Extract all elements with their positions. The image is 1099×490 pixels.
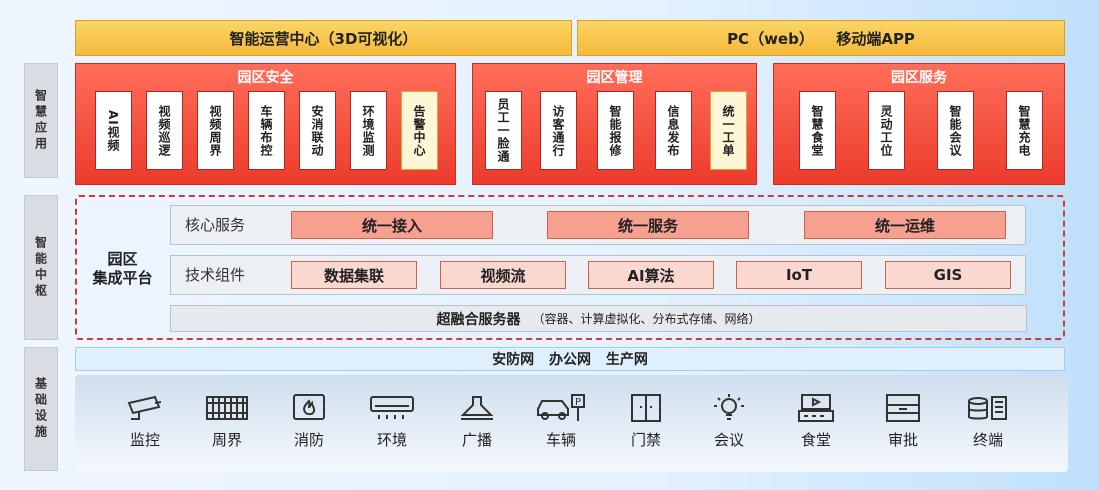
gis: GIS <box>885 261 1011 289</box>
device-monitor: 监控 <box>115 393 175 450</box>
infrastructure-panel: 监控 周界 消防 环境 广播 P 车辆 门禁 会议 食堂 审批 终端 <box>75 375 1068 472</box>
device-canteen: 食堂 <box>786 393 846 450</box>
unified-access: 统一接入 <box>291 211 493 239</box>
side-label-app: 智慧应用 <box>24 63 58 178</box>
card-vehicle-control: 车辆布控 <box>248 91 285 170</box>
group-park-service: 园区服务 智慧食堂 灵动工位 智能会议 智慧充电 <box>773 63 1065 185</box>
row-label: 技术组件 <box>185 266 246 284</box>
device-perimeter: 周界 <box>197 393 257 450</box>
card-info-release: 信息发布 <box>655 91 692 170</box>
card-smart-meeting: 智能会议 <box>937 91 974 170</box>
card-env-monitor: 环境监测 <box>350 91 387 170</box>
ai-algorithm: AI算法 <box>588 261 714 289</box>
side-label-base: 基础设施 <box>24 347 58 471</box>
iot: IoT <box>736 261 862 289</box>
server-icon <box>968 396 1007 420</box>
card-smart-charging: 智慧充电 <box>1006 91 1043 170</box>
group-title: 园区安全 <box>237 70 294 86</box>
side-label-mid: 智能中枢 <box>24 195 58 340</box>
bulb-icon <box>714 394 744 420</box>
pos-icon <box>798 394 834 422</box>
card-alarm-center: 告警中心 <box>401 91 438 170</box>
ops-center-bar: 智能运营中心（3D可视化） <box>75 20 572 56</box>
device-fire: 消防 <box>279 393 339 450</box>
card-smart-canteen: 智慧食堂 <box>799 91 836 170</box>
card-flex-station: 灵动工位 <box>868 91 905 170</box>
card-ai-video: AI视频 <box>95 91 132 170</box>
tech-components-row: 技术组件 数据集联 视频流 AI算法 IoT GIS <box>170 255 1026 295</box>
group-park-security: 园区安全 AI视频 视频巡逻 视频周界 车辆布控 安消联动 环境监测 告警中心 <box>75 63 456 185</box>
device-access: 门禁 <box>616 393 676 450</box>
hyperconverged-server: 超融合服务器（容器、计算虚拟化、分布式存储、网络） <box>170 305 1027 332</box>
card-video-perimeter: 视频周界 <box>197 91 234 170</box>
svg-text:P: P <box>575 397 581 408</box>
camera-icon <box>127 395 162 420</box>
card-visitor-access: 访客通行 <box>540 91 577 170</box>
data-cascade: 数据集联 <box>291 261 417 289</box>
device-vehicle: P 车辆 <box>531 393 591 450</box>
group-title: 园区服务 <box>891 70 947 86</box>
card-video-patrol: 视频巡逻 <box>146 91 183 170</box>
group-title: 园区管理 <box>586 70 643 86</box>
fence-icon <box>206 396 248 420</box>
device-terminal: 终端 <box>958 393 1018 450</box>
device-broadcast: 广播 <box>447 393 507 450</box>
card-smart-repair: 智能报修 <box>597 91 634 170</box>
fire-icon <box>293 394 325 420</box>
group-park-management: 园区管理 员工一脸通 访客通行 智能报修 信息发布 统一工单 <box>472 63 757 185</box>
device-meeting: 会议 <box>699 393 759 450</box>
card-fire-linkage: 安消联动 <box>299 91 336 170</box>
card-unified-ticket: 统一工单 <box>710 91 747 170</box>
core-services-row: 核心服务 统一接入 统一服务 统一运维 <box>170 205 1026 245</box>
speaker-icon <box>460 396 494 420</box>
box-icon <box>886 394 920 422</box>
door-icon <box>631 394 661 422</box>
video-stream: 视频流 <box>440 261 566 289</box>
pc-app-bar: PC（web） 移动端APP <box>577 20 1065 56</box>
platform-label: 园区 集成平台 <box>92 250 153 287</box>
air-conditioner-icon <box>370 396 414 419</box>
unified-ops: 统一运维 <box>804 211 1006 239</box>
row-label: 核心服务 <box>185 216 246 234</box>
device-approval: 审批 <box>873 393 933 450</box>
unified-service: 统一服务 <box>547 211 749 239</box>
network-bar: 安防网 办公网 生产网 <box>75 347 1065 371</box>
card-employee-face: 员工一脸通 <box>485 91 522 170</box>
integration-platform-frame <box>75 195 1065 340</box>
device-environment: 环境 <box>362 393 422 450</box>
car-parking-icon: P <box>537 394 585 421</box>
